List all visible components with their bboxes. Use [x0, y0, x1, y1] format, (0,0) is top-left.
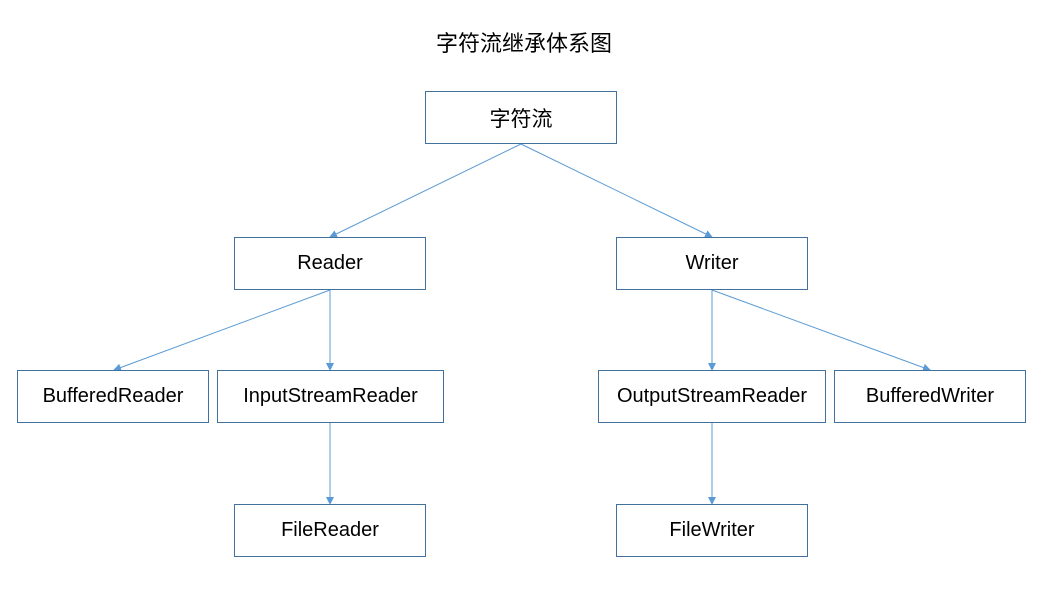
edge-root-reader [329, 143, 522, 238]
node-writer: Writer [616, 237, 808, 290]
node-output-stream-reader: OutputStreamReader [598, 370, 826, 423]
edge-root-writer [520, 143, 713, 238]
edge-reader-bufferedreader [113, 289, 331, 372]
node-root-char-stream: 字符流 [425, 91, 617, 144]
node-input-stream-reader: InputStreamReader [217, 370, 444, 423]
node-file-reader: FileReader [234, 504, 426, 557]
node-buffered-reader: BufferedReader [17, 370, 209, 423]
edge-writer-bufferedwriter [711, 289, 931, 372]
diagram-title: 字符流继承体系图 [435, 32, 612, 57]
node-file-writer: FileWriter [616, 504, 808, 557]
node-buffered-writer: BufferedWriter [834, 370, 1026, 423]
node-reader: Reader [234, 237, 426, 290]
